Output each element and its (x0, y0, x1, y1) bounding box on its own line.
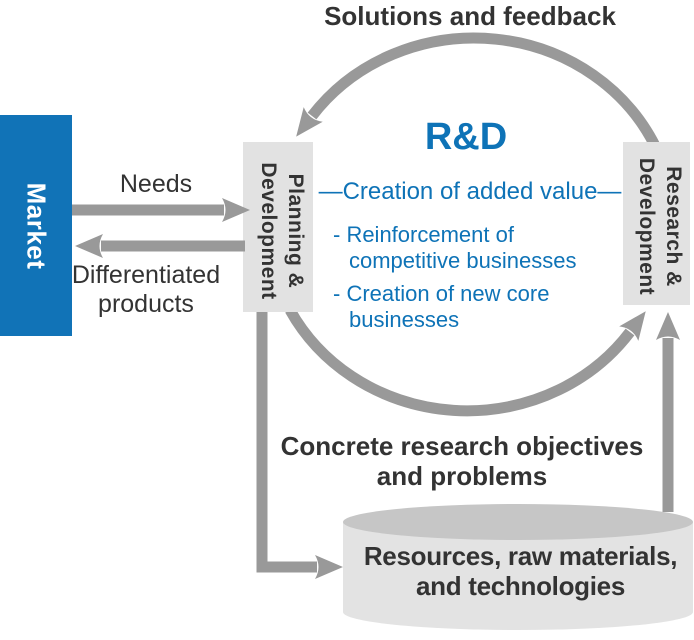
rd-subtitle: —Creation of added value— (318, 178, 622, 205)
rd-bullet-2: - Creation of new core businesses (333, 281, 550, 332)
differentiated-line2: products (98, 290, 194, 318)
resources-line2: and technologies (415, 571, 625, 601)
cylinder-top (343, 504, 693, 540)
resources-line1: Resources, raw materials, (363, 541, 678, 571)
objectives-arc-arrow (285, 307, 646, 417)
differentiated-products-label: Differentiated products (66, 261, 226, 319)
planning-development-label: Planning & Development (239, 146, 317, 316)
concrete-line2: and problems (376, 461, 548, 491)
solutions-feedback-arc-arrow (296, 32, 664, 155)
solutions-feedback-label: Solutions and feedback (324, 1, 616, 31)
cylinder-body (343, 522, 693, 630)
concrete-objectives-label: Concrete research objectives and problem… (262, 431, 662, 491)
research-development-label: Research & Development (620, 145, 693, 308)
research-label-line1: Research & (662, 166, 685, 287)
market-box (0, 115, 72, 336)
planning-label-line2: Development (257, 162, 280, 300)
concrete-line1: Concrete research objectives (280, 431, 644, 461)
planning-to-resources-arrow (256, 312, 343, 579)
planning-label-line1: Planning & (284, 173, 307, 289)
market-label-text: Market (21, 182, 52, 270)
market-label: Market (1, 116, 73, 337)
research-development-box (623, 142, 690, 305)
research-label-line2: Development (635, 157, 658, 296)
rd-bullet-1: - Reinforcement of competitive businesse… (333, 222, 577, 273)
rd-bullet-list: - Reinforcement of competitive businesse… (333, 222, 613, 340)
resources-label: Resources, raw materials, and technologi… (348, 541, 693, 601)
needs-label: Needs (119, 170, 193, 198)
differentiated-line1: Differentiated (71, 261, 221, 289)
planning-development-box (243, 142, 313, 312)
rd-title: R&D (424, 116, 508, 158)
